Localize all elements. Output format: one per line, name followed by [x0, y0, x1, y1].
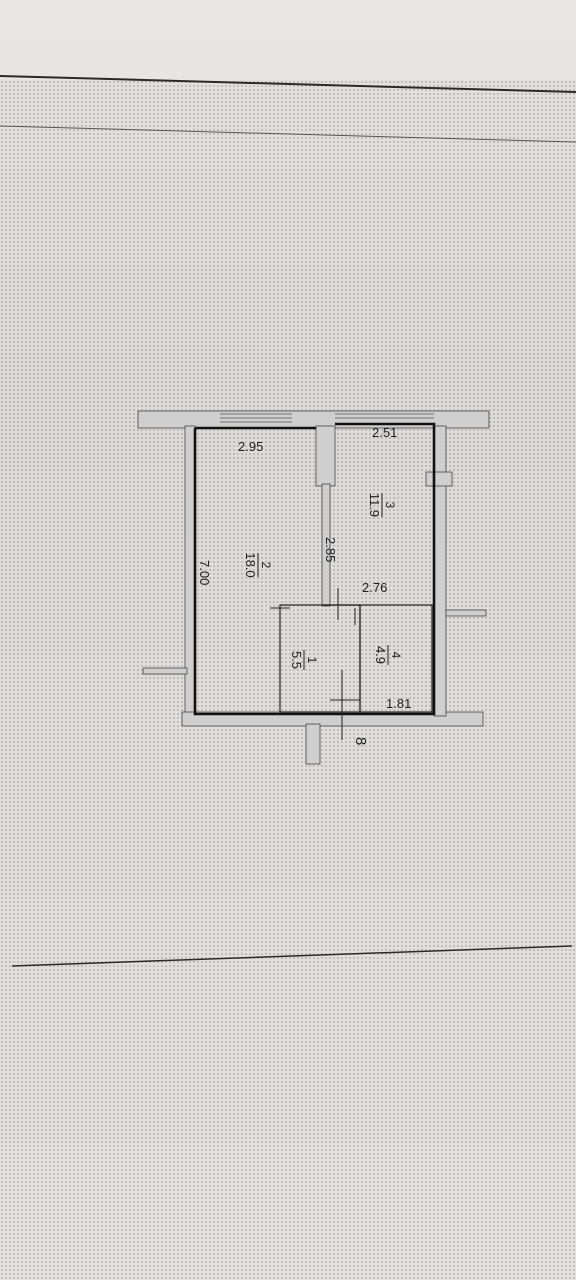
room-4-area: 4.9 — [373, 646, 388, 664]
room-3-label: 3 11.9 — [367, 493, 397, 517]
dim-room4-width: 1.81 — [386, 696, 411, 711]
room-2-label: 2 18.0 — [243, 552, 273, 577]
top-wall — [137, 410, 490, 429]
room-2-area: 18.0 — [243, 552, 258, 577]
room-1-label: 1 5.5 — [289, 650, 319, 670]
dim-partition-length: 2.85 — [323, 537, 338, 562]
dim-total-length: 7.00 — [197, 560, 212, 585]
dim-room3-width: 2.51 — [372, 425, 397, 440]
right-nub-wall — [445, 609, 487, 617]
sheet-top-edge-line — [0, 75, 576, 93]
interior-outline — [193, 422, 436, 716]
room-1-number: 1 — [305, 657, 319, 664]
partition-wall — [321, 483, 331, 607]
dim-room2-width: 2.95 — [238, 439, 263, 454]
room-2-number: 2 — [259, 562, 273, 569]
room-4-label: 4 4.9 — [373, 645, 403, 665]
section-marker: 8 — [352, 737, 369, 745]
room-1-area: 5.5 — [289, 651, 304, 669]
dim-corridor-width: 2.76 — [362, 580, 387, 595]
left-nub-wall — [142, 667, 188, 675]
interior-partitions — [279, 604, 433, 713]
windows — [220, 413, 434, 423]
room-3-number: 3 — [383, 502, 397, 509]
sheet-inner-top-line — [0, 125, 576, 143]
dimension-ticks — [270, 588, 360, 740]
sheet-lower-line — [11, 945, 573, 967]
bottom-stub-wall — [305, 723, 321, 765]
room-4-outline — [359, 604, 433, 713]
top-paper-band — [0, 0, 576, 80]
room-4-number: 4 — [389, 652, 403, 659]
right-wall — [433, 425, 447, 717]
right-column — [425, 471, 453, 487]
room-3-area: 11.9 — [367, 493, 382, 517]
exterior-walls — [137, 410, 490, 765]
partition-column — [315, 425, 336, 487]
